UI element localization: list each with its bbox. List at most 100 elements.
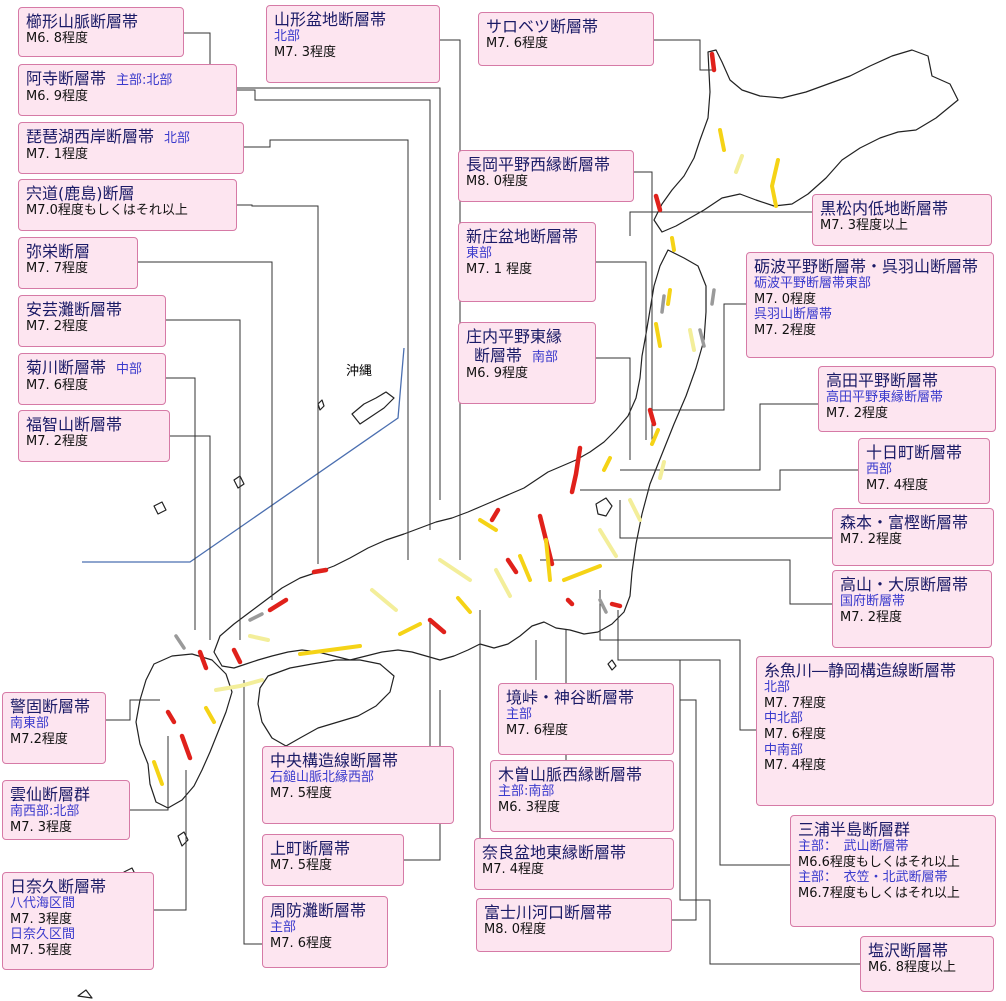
fault-pale-2 xyxy=(688,328,696,352)
fault-section: 国府断層帯 xyxy=(840,594,906,610)
fault-magnitude: M7. 6程度 xyxy=(764,726,827,742)
fault-name: 宍道(鹿島)断層 xyxy=(26,184,229,203)
fault-yellow-13 xyxy=(204,706,216,724)
fault-segments xyxy=(152,51,780,786)
fault-red-11 xyxy=(165,709,177,725)
fault-name-text: 雲仙断層群 xyxy=(10,785,91,804)
fault-name-text: 三浦半島断層群 xyxy=(798,820,911,839)
fault-name: 琵琶湖西岸断層帯北部 xyxy=(26,127,236,147)
fault-name-text: 森本・富樫断層帯 xyxy=(840,513,969,532)
fault-magnitude: M7. 5程度 xyxy=(270,858,333,874)
fault-magnitude: M7. 6程度 xyxy=(270,935,333,951)
fault-name-text: 新庄盆地断層帯 xyxy=(466,227,579,246)
fault-yellow-9 xyxy=(518,554,532,582)
fault-name: 弥栄断層 xyxy=(26,242,130,261)
fault-red-9 xyxy=(231,647,243,665)
fault-name-text: 木曽山脈西縁断層帯 xyxy=(498,765,643,784)
fault-section-inline: 南部 xyxy=(532,350,559,366)
fault-yellow-16 xyxy=(562,564,602,582)
fault-name-text: 菊川断層帯 xyxy=(26,358,107,377)
fault-red-16 xyxy=(505,557,519,575)
fault-name-text: 黒松内低地断層帯 xyxy=(820,199,949,218)
fault-section: 東部 xyxy=(466,246,493,262)
fault-pale-5 xyxy=(438,558,472,582)
fault-section: 中南部 xyxy=(764,742,804,758)
fault-magnitude: M8. 0程度 xyxy=(466,174,529,190)
fault-name: サロベツ断層帯 xyxy=(486,17,646,36)
fault-red-2 xyxy=(653,193,663,213)
okinawa-label: 沖縄 xyxy=(346,364,373,379)
fault-name-text: 福智山断層帯 xyxy=(26,415,123,434)
fault-red-7 xyxy=(267,597,289,613)
fault-magnitude: M7. 7程度 xyxy=(764,695,827,711)
okinawa-island-1 xyxy=(351,391,395,425)
fault-name: 阿寺断層帯主部:北部 xyxy=(26,69,229,89)
okinawa-island-2 xyxy=(317,399,325,411)
fault-section: 主部:南部 xyxy=(498,784,555,800)
fault-section-inline: 北部 xyxy=(164,131,191,146)
fault-name-text: 境峠・神谷断層帯 xyxy=(506,688,635,707)
fault-section: 南東部 xyxy=(10,716,50,732)
fault-section-inline: 中部 xyxy=(116,362,143,377)
izu-island xyxy=(607,659,617,671)
fault-red-6 xyxy=(489,507,501,523)
fault-magnitude: M7. 3程度 xyxy=(10,819,73,835)
fault-red-8 xyxy=(311,567,329,575)
fault-red-15 xyxy=(609,601,623,609)
fault-section: 日奈久区間 xyxy=(10,927,76,943)
fault-name-text: 櫛形山脈断層帯 xyxy=(26,12,139,31)
fault-name: 糸魚川―静岡構造線断層帯 xyxy=(764,661,986,680)
fault-section: 西部 xyxy=(866,462,893,478)
fault-magnitude: M7. 2程度 xyxy=(840,532,903,548)
fault-name-text: 砺波平野断層帯・呉羽山断層帯 xyxy=(754,257,979,276)
fault-gray-4 xyxy=(174,634,186,650)
fault-name: 菊川断層帯中部 xyxy=(26,358,158,378)
honshu xyxy=(213,249,707,669)
fault-magnitude: M7. 7程度 xyxy=(26,261,89,277)
fault-magnitude: M7. 4程度 xyxy=(482,862,545,878)
fault-magnitude: M6.7程度もしくはそれ以上 xyxy=(798,885,960,901)
fault-name-text: 安芸灘断層帯 xyxy=(26,300,123,319)
fault-red-1 xyxy=(709,51,717,73)
hokkaido xyxy=(653,49,959,233)
fault-magnitude: M7. 2程度 xyxy=(26,434,89,450)
fault-gray-5 xyxy=(598,598,608,614)
fault-name-text: 高田平野断層帯 xyxy=(826,371,939,390)
fault-name-text: 周防灘断層帯 xyxy=(270,901,367,920)
fault-name-text: 山形盆地断層帯 xyxy=(274,10,387,29)
fault-yellow-10 xyxy=(456,596,472,614)
fault-name-text: 中央構造線断層帯 xyxy=(270,751,399,770)
fault-yellow-12 xyxy=(298,644,362,656)
fault-yellow-15 xyxy=(478,518,498,532)
fault-section: 主部 xyxy=(270,920,297,936)
fault-red-12 xyxy=(179,733,193,761)
fault-name: 日奈久断層帯 xyxy=(10,877,146,896)
fault-pale-9 xyxy=(494,568,512,598)
fault-section: 高田平野東縁断層帯 xyxy=(826,390,944,406)
fault-section: 呉羽山断層帯 xyxy=(754,307,833,323)
fault-magnitude: M6. 3程度 xyxy=(498,799,561,815)
fault-yellow-3 xyxy=(670,236,676,252)
fault-magnitude: M8. 0程度 xyxy=(484,922,547,938)
fault-name-text: 日奈久断層帯 xyxy=(10,877,107,896)
fault-magnitude: M7. 6程度 xyxy=(486,36,549,52)
fault-name: 三浦半島断層群 xyxy=(798,820,988,839)
kyushu xyxy=(135,653,233,809)
fault-name: 森本・富樫断層帯 xyxy=(840,513,986,532)
fault-yellow-8 xyxy=(544,538,552,582)
